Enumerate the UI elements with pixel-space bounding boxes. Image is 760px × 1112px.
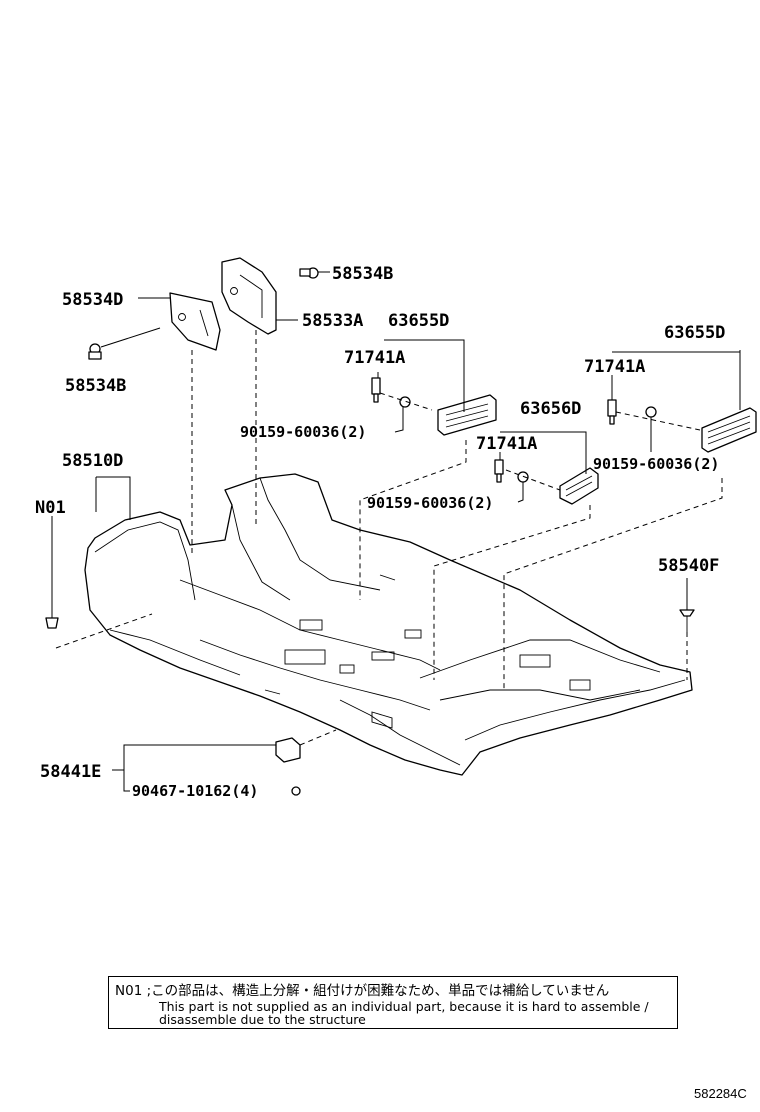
label-N01: N01 — [35, 498, 66, 518]
note-english: This part is not supplied as an individu… — [159, 1000, 649, 1026]
label-58534B-top: 58534B — [332, 264, 393, 284]
supply-note-box: N01 ;この部品は、構造上分解・組付けが困難なため、単品では補給していません … — [108, 976, 678, 1029]
bracket-58441E-illustration — [275, 737, 301, 796]
hooks-71741A-illustration — [371, 377, 617, 483]
label-90467: 90467-10162(4) — [132, 782, 258, 800]
mat-63655D-right-illustration — [701, 407, 757, 453]
label-63655D-left: 63655D — [388, 311, 449, 331]
label-71741A-center: 71741A — [476, 434, 537, 454]
label-58533A: 58533A — [302, 311, 363, 331]
leader-lines — [51, 271, 741, 792]
mat-63656D-illustration — [559, 467, 599, 505]
mat-63655D-left-illustration — [437, 394, 497, 436]
label-58441E: 58441E — [40, 762, 101, 782]
screws-90159-illustration — [399, 396, 657, 483]
label-90159-center: 90159-60036(2) — [367, 494, 493, 512]
label-58534D: 58534D — [62, 290, 123, 310]
bolt-58540F-illustration — [679, 609, 695, 632]
label-90159-left: 90159-60036(2) — [240, 423, 366, 441]
assembly-dashed-lines — [55, 330, 723, 746]
label-63656D: 63656D — [520, 399, 581, 419]
clip-58534B-bottom-illustration — [88, 343, 102, 360]
clip-58534B-top-illustration — [299, 267, 319, 279]
label-71741A-left: 71741A — [344, 348, 405, 368]
label-90159-right: 90159-60036(2) — [593, 455, 719, 473]
label-63655D-right: 63655D — [664, 323, 725, 343]
label-58510D: 58510D — [62, 451, 123, 471]
floor-carpet-illustration — [84, 473, 693, 776]
note-english-line-1: This part is not supplied as an individu… — [159, 999, 649, 1014]
label-71741A-right: 71741A — [584, 357, 645, 377]
bracket-58534D-illustration — [169, 292, 221, 351]
bracket-58533A-illustration — [221, 257, 277, 335]
note-english-line-2: disassemble due to the structure — [159, 1012, 366, 1027]
label-58540F: 58540F — [658, 556, 719, 576]
figure-id: 582284C — [694, 1086, 747, 1101]
clip-N01-illustration — [45, 617, 59, 629]
label-58534B-bottom: 58534B — [65, 376, 126, 396]
note-japanese: N01 ;この部品は、構造上分解・組付けが困難なため、単品では補給していません — [115, 983, 610, 999]
